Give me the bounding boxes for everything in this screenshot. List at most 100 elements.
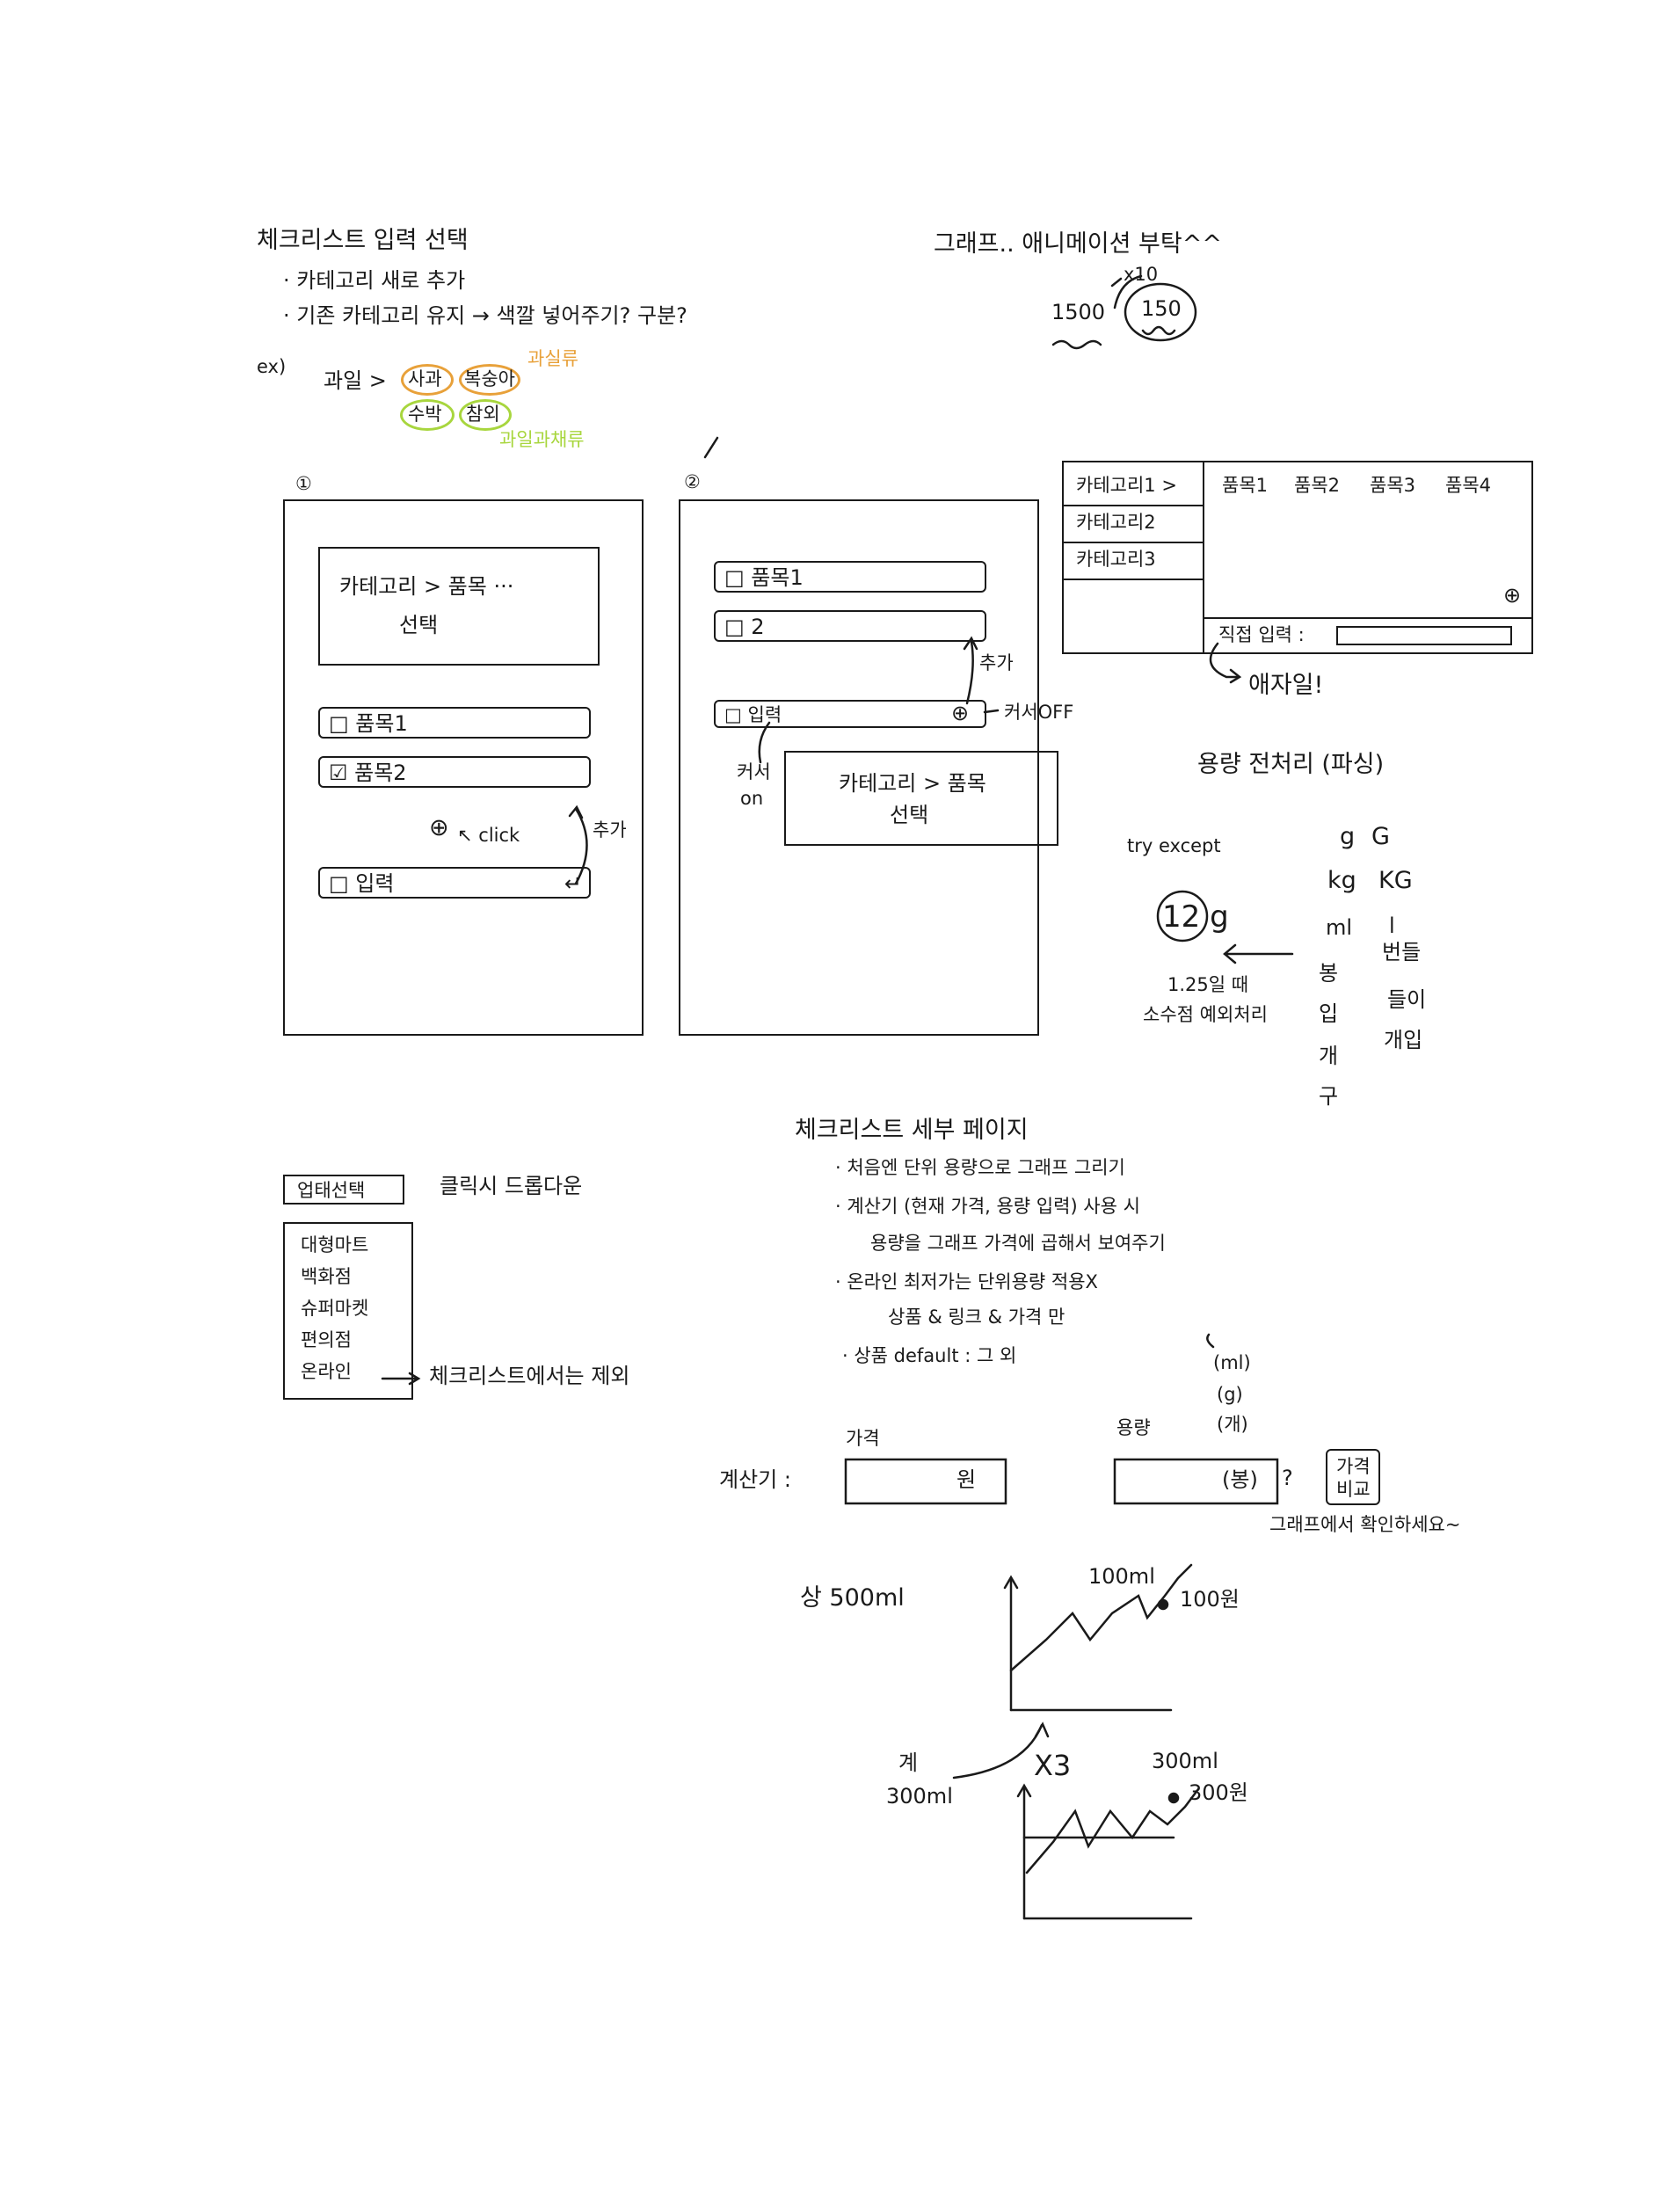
mock3-category-1[interactable]: 카테고리1 > xyxy=(1076,475,1177,496)
store-option-convenience[interactable]: 편의점 xyxy=(301,1329,352,1350)
decimal-note-line2: 소수점 예외처리 xyxy=(1143,1004,1268,1025)
mock1-plus-icon[interactable]: ⊕ xyxy=(429,814,449,841)
add-arrow-mock1 xyxy=(574,807,588,885)
mock1-enter-icon[interactable]: ↵ xyxy=(564,871,583,896)
unit-deuli: 들이 xyxy=(1387,987,1427,1012)
add-arrow-mock2 xyxy=(965,640,974,705)
capacity-parsing-title: 용량 전처리 (파싱) xyxy=(1197,751,1385,778)
mock3-divider-1 xyxy=(1064,505,1204,506)
mock3-category-column xyxy=(1064,462,1204,654)
graph2-label-line2: 300ml xyxy=(886,1784,953,1809)
unit-gu: 구 xyxy=(1319,1084,1339,1109)
fruit-item-melon: 참외 xyxy=(466,404,500,425)
mock3-product-1[interactable]: 품목1 xyxy=(1222,475,1269,496)
mock1-item-row-1[interactable]: □ 품목1 xyxy=(318,707,591,739)
unit-bong: 봉 xyxy=(1319,961,1339,986)
mock3-category-3[interactable]: 카테고리3 xyxy=(1076,549,1156,570)
unit-bundle: 번들 xyxy=(1382,940,1422,964)
store-option-hypermarket[interactable]: 대형마트 xyxy=(301,1234,369,1255)
graph1-price-label: 100원 xyxy=(1180,1587,1240,1612)
mock2-item-row-1[interactable]: □ 품목1 xyxy=(714,561,986,593)
unit-kg: kg xyxy=(1327,867,1356,894)
capacity-label: 용량 xyxy=(1116,1417,1151,1438)
price-compare-button[interactable]: 가격 비교 xyxy=(1326,1449,1380,1505)
capacity-unit-box[interactable]: (봉) xyxy=(1222,1467,1258,1492)
graph2-y-arrowhead xyxy=(1016,1783,1032,1798)
mock1-item2-label: ☑ 품목2 xyxy=(329,761,407,785)
direct-input-arrowhead xyxy=(1229,668,1242,684)
mock1-input-row[interactable]: □ 입력 ↵ xyxy=(318,867,591,899)
graph2-price-label: 300원 xyxy=(1189,1780,1248,1805)
mock3-product-3[interactable]: 품목3 xyxy=(1370,475,1416,496)
direct-input-arrow xyxy=(1209,642,1239,679)
detail-bullet-2b: 용량을 그래프 가격에 곱해서 보여주기 xyxy=(870,1233,1166,1254)
price-input[interactable] xyxy=(846,1459,1006,1503)
mock3-product-4[interactable]: 품목4 xyxy=(1445,475,1492,496)
store-type-select[interactable]: 업태선택 xyxy=(283,1175,404,1205)
graph1-line xyxy=(1009,1563,1193,1672)
x10-label: x10 xyxy=(1124,264,1159,285)
mock3-category-2[interactable]: 카테고리2 xyxy=(1076,512,1156,533)
fruit-item-peach: 복숭아 xyxy=(464,368,515,389)
unit-question-mark: ? xyxy=(1282,1466,1293,1490)
mock2-add-note: 추가 xyxy=(979,652,1014,673)
squiggle-150 xyxy=(1141,325,1176,336)
detail-page-title: 체크리스트 세부 페이지 xyxy=(795,1117,1029,1144)
bullet-new-category: · 카테고리 새로 추가 xyxy=(283,268,466,293)
graph2-multiplier: X3 xyxy=(1034,1749,1072,1782)
circle-150 xyxy=(1124,282,1197,342)
mock3-plus-icon[interactable]: ⊕ xyxy=(1503,583,1522,608)
mock3-panel: 카테고리1 > 카테고리2 카테고리3 품목1 품목2 품목3 품목4 ⊕ 직접… xyxy=(1062,461,1533,654)
detail-bullet-1: · 처음엔 단위 용량으로 그래프 그리기 xyxy=(835,1157,1125,1178)
fruit-item-apple: 사과 xyxy=(408,368,442,389)
graph2-to-graph1-arrowhead xyxy=(1034,1721,1050,1738)
orange-group-ring-1 xyxy=(401,364,454,396)
detail-bullet-3: · 온라인 최저가는 단위용량 적용X xyxy=(835,1271,1098,1292)
squiggle-underline-1500 xyxy=(1051,339,1102,350)
bullet-keep-category: · 기존 카테고리 유지 → 색깔 넣어주기? 구분? xyxy=(283,303,687,328)
store-type-label: 업태선택 xyxy=(297,1180,366,1201)
mock1-item-row-2[interactable]: ☑ 품목2 xyxy=(318,756,591,788)
mock2-item-row-2[interactable]: □ 2 xyxy=(714,610,986,642)
unit-gaein: 개입 xyxy=(1384,1028,1423,1052)
green-group-ring-2 xyxy=(459,399,512,431)
unit-option-ml[interactable]: (ml) xyxy=(1213,1352,1251,1373)
unit-KG: KG xyxy=(1378,867,1413,894)
unit-l: l xyxy=(1389,913,1395,938)
fruit-category-label: 과일 > xyxy=(324,368,387,393)
unit-option-g[interactable]: (g) xyxy=(1217,1384,1243,1405)
price-compare-line1: 가격 xyxy=(1336,1456,1371,1477)
mock1-click-note: ↖ click xyxy=(457,825,520,846)
graph1-y-arrowhead xyxy=(1003,1575,1019,1590)
mock2-number: ② xyxy=(684,471,701,492)
mock3-divider-3 xyxy=(1064,579,1204,580)
graph2-peak-label: 300ml xyxy=(1152,1749,1218,1773)
try-except-label: try except xyxy=(1127,835,1221,856)
cursor-off-tick xyxy=(983,709,1000,714)
graph2-to-graph1-arrow xyxy=(952,1723,1044,1780)
checklist-input-title: 체크리스트 입력 선택 xyxy=(257,227,469,254)
store-option-department[interactable]: 백화점 xyxy=(301,1266,352,1287)
detail-bullet-2: · 계산기 (현재 가격, 용량 입력) 사용 시 xyxy=(835,1196,1140,1217)
store-type-options: 대형마트 백화점 슈퍼마켓 편의점 온라인 xyxy=(283,1222,413,1400)
mock2-plus-icon[interactable]: ⊕ xyxy=(951,701,970,725)
mock3-direct-input-field[interactable] xyxy=(1336,626,1512,645)
fruit-item-watermelon: 수박 xyxy=(408,404,442,425)
mock3-direct-input-label: 직접 입력 : xyxy=(1218,624,1305,645)
mock1-category-select-box[interactable]: 카테고리 > 품목 ··· 선택 xyxy=(318,547,600,666)
unit-option-gae[interactable]: (개) xyxy=(1217,1414,1248,1435)
mock3-product-2[interactable]: 품목2 xyxy=(1294,475,1341,496)
mock2-category-select-box[interactable]: 카테고리 > 품목 선택 xyxy=(784,751,1058,846)
mock1-input-label: □ 입력 xyxy=(329,871,395,896)
mock2-input-row[interactable]: □ 입력 ⊕ xyxy=(714,700,986,728)
price-label: 가격 xyxy=(846,1428,880,1449)
circle-12 xyxy=(1156,890,1209,943)
detail-bullet-4: · 상품 default : 그 외 xyxy=(842,1345,1017,1366)
add-arrowhead-mock2 xyxy=(963,636,978,651)
mock1-category-line2: 선택 xyxy=(399,613,439,637)
graph-animation-note: 그래프.. 애니메이션 부탁^^ xyxy=(934,230,1222,258)
tick-x10 xyxy=(1110,277,1123,287)
store-option-supermarket[interactable]: 슈퍼마켓 xyxy=(301,1298,369,1319)
store-option-online[interactable]: 온라인 xyxy=(301,1361,352,1382)
